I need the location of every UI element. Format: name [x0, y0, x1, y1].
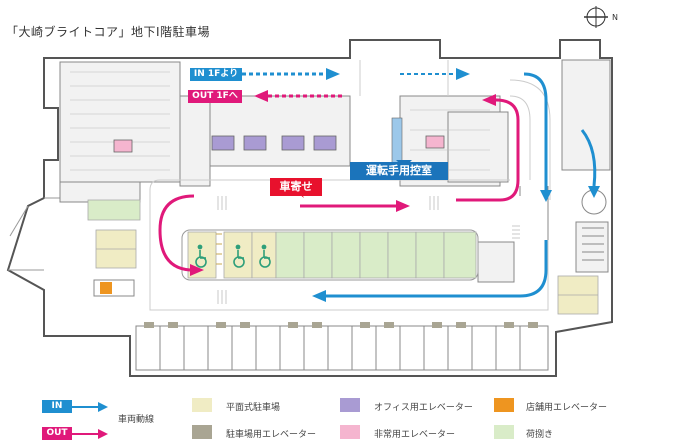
legend-out-arrow-icon — [72, 429, 108, 439]
wheelchair-icon — [233, 244, 245, 268]
in-route — [242, 72, 597, 298]
legend-shop-elevator: 店舗用エレベーター — [526, 403, 608, 413]
legend-flow-label: 車両動線 — [118, 415, 155, 425]
flat-parking-swatch — [192, 398, 212, 412]
compass-north-label: N — [612, 13, 618, 22]
out-route — [158, 94, 520, 272]
loading-swatch — [494, 425, 514, 439]
control-room-callout: 運転手用控室 — [350, 162, 448, 180]
office-elevator-swatch — [340, 398, 360, 412]
shop-elevator-swatch — [494, 398, 514, 412]
drop-off-callout: 車寄せ — [270, 178, 322, 196]
legend-loading: 荷捌き — [526, 430, 554, 440]
parking-elevator-bays — [135, 325, 549, 371]
compass-icon — [584, 6, 608, 28]
legend-flat-parking: 平面式駐車場 — [226, 403, 281, 413]
parking-elevator-swatch — [192, 425, 212, 439]
legend-emergency-elevator: 非常用エレベーター — [374, 430, 456, 440]
page-title: 「大崎ブライトコア」地下Ⅰ階駐車場 — [6, 25, 211, 39]
out-route-tag: OUT 1Fへ — [188, 90, 242, 103]
wheelchair-icon — [195, 244, 207, 268]
legend-in-label: IN — [42, 400, 72, 413]
legend-parking-elevator: 駐車場用エレベーター — [226, 430, 317, 440]
in-route-tag: IN 1Fより — [190, 68, 242, 81]
building-outline — [6, 39, 613, 377]
office-elevators — [211, 135, 337, 151]
emergency-elevators — [113, 135, 445, 153]
legend-office-elevator: オフィス用エレベーター — [374, 403, 473, 413]
legend-in-arrow-icon — [72, 402, 108, 412]
shop-elevator — [100, 282, 112, 294]
wheelchair-icon — [259, 244, 271, 268]
emergency-elevator-swatch — [340, 425, 360, 439]
parking-island — [181, 229, 479, 281]
legend-out-label: OUT — [42, 427, 72, 440]
loading-left — [87, 199, 141, 221]
